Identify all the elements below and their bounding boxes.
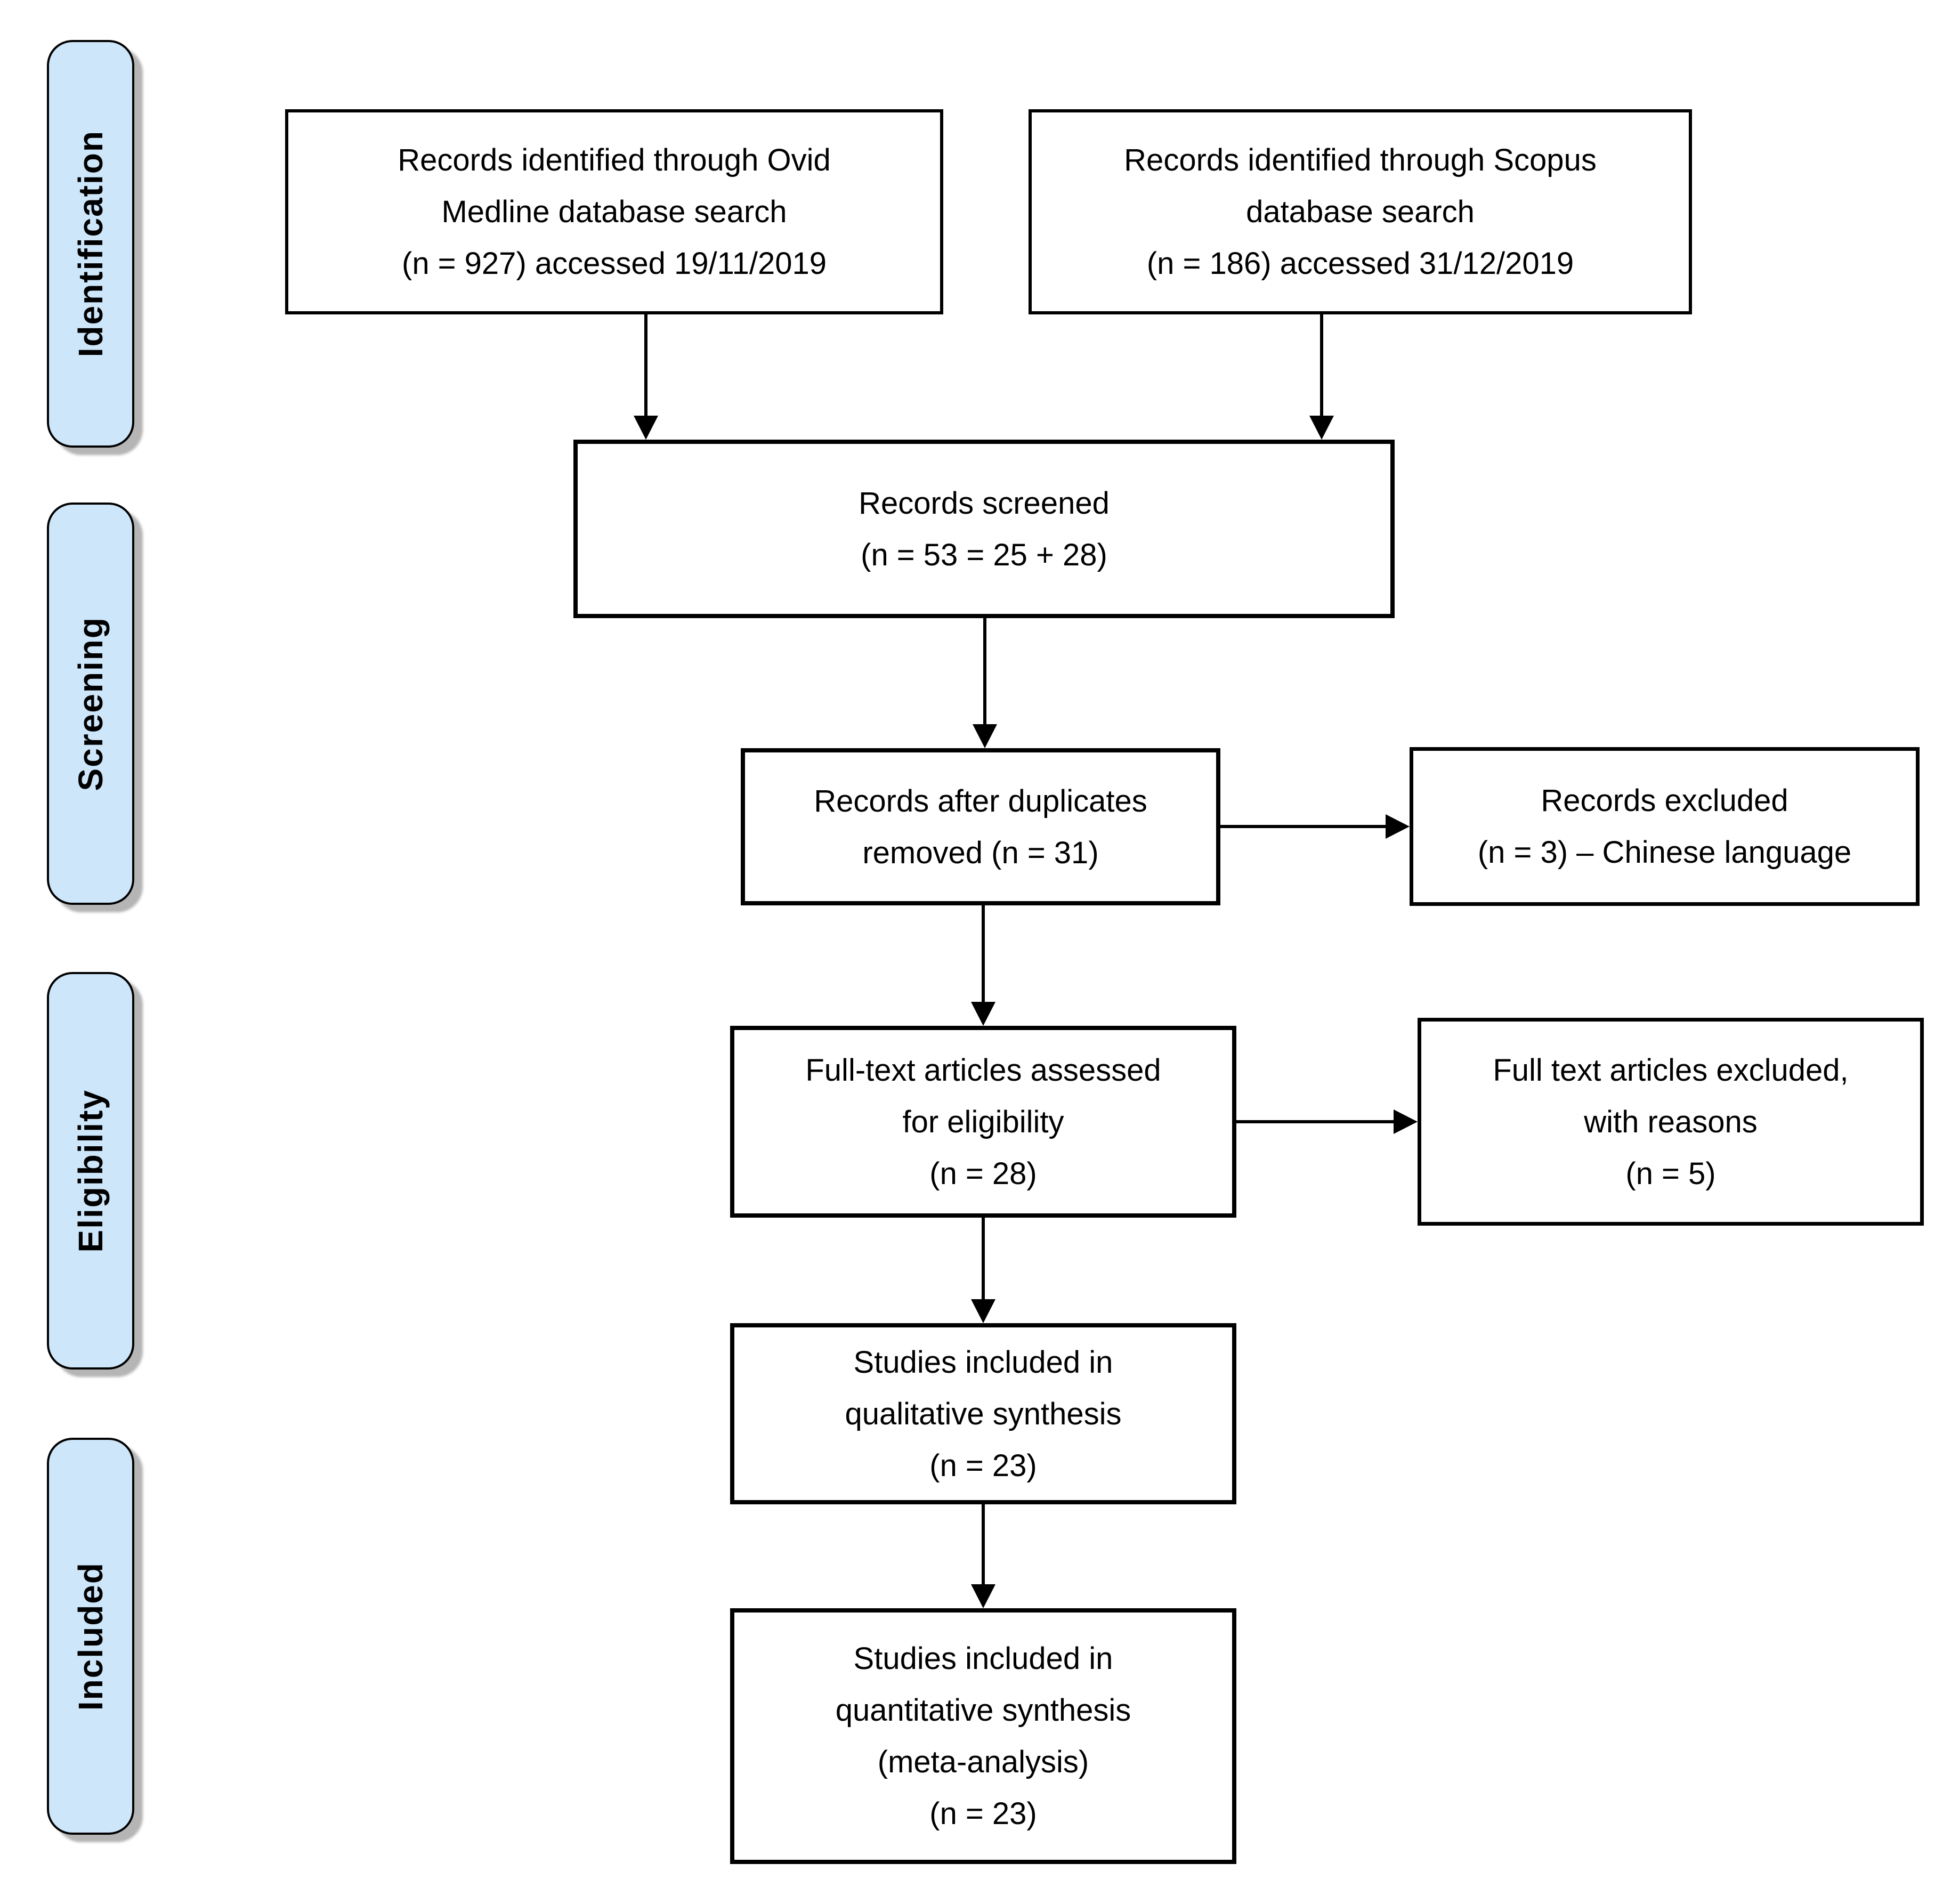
box-text-line: with reasons bbox=[1584, 1104, 1758, 1139]
box-records-identified-scopus: Records identified through Scopus databa… bbox=[1029, 109, 1692, 314]
arrow-right-icon bbox=[1386, 814, 1410, 839]
connector-fulltext-to-excluded bbox=[1236, 1120, 1394, 1123]
box-text-line: Full-text articles assessed bbox=[805, 1052, 1161, 1088]
box-text-line: removed (n = 31) bbox=[862, 835, 1099, 870]
arrow-down-icon bbox=[971, 1002, 995, 1026]
arrow-down-icon bbox=[634, 416, 658, 440]
connector-qualitative-to-quantitative bbox=[982, 1504, 985, 1584]
stage-pill-screening: Screening bbox=[47, 503, 134, 905]
arrow-down-icon bbox=[973, 724, 997, 748]
connector-screened-to-duplicates bbox=[983, 618, 986, 724]
box-qualitative-synthesis: Studies included in qualitative synthesi… bbox=[730, 1323, 1236, 1504]
box-text-line: (n = 23) bbox=[929, 1796, 1037, 1831]
stage-label-identification: Identification bbox=[71, 130, 110, 358]
box-fulltext-assessed: Full-text articles assessed for eligibil… bbox=[730, 1026, 1236, 1218]
box-text-line: Studies included in bbox=[853, 1344, 1113, 1380]
connector-duplicates-to-excluded bbox=[1220, 825, 1386, 828]
connector-ovid-to-screened bbox=[644, 314, 647, 416]
connector-scopus-to-screened bbox=[1320, 314, 1323, 416]
box-text-line: for eligibility bbox=[902, 1104, 1064, 1139]
box-text-line: Records identified through Scopus bbox=[1124, 143, 1597, 177]
box-text-line: Records identified through Ovid bbox=[398, 143, 831, 177]
box-quantitative-synthesis: Studies included in quantitative synthes… bbox=[730, 1608, 1236, 1864]
stage-label-eligibility: Eligibility bbox=[71, 1089, 110, 1253]
box-text-line: (n = 927) accessed 19/11/2019 bbox=[402, 246, 827, 281]
box-text-line: (n = 53 = 25 + 28) bbox=[861, 537, 1107, 572]
box-text-line: (n = 28) bbox=[929, 1156, 1037, 1191]
box-text-line: (n = 186) accessed 31/12/2019 bbox=[1146, 246, 1574, 281]
connector-fulltext-to-qualitative bbox=[982, 1218, 985, 1299]
box-text-line: Records excluded bbox=[1541, 783, 1788, 818]
box-text-line: Records after duplicates bbox=[814, 783, 1147, 819]
box-text-line: (meta-analysis) bbox=[877, 1745, 1089, 1779]
box-text-line: (n = 5) bbox=[1625, 1156, 1716, 1191]
box-text-line: (n = 23) bbox=[929, 1448, 1037, 1483]
arrow-down-icon bbox=[971, 1584, 995, 1608]
arrow-down-icon bbox=[1309, 416, 1334, 440]
box-text-line: database search bbox=[1246, 195, 1475, 229]
box-fulltext-excluded: Full text articles excluded, with reason… bbox=[1418, 1018, 1924, 1226]
box-records-excluded: Records excluded (n = 3) – Chinese langu… bbox=[1410, 747, 1920, 906]
box-text-line: (n = 3) – Chinese language bbox=[1477, 835, 1852, 870]
box-text-line: Medline database search bbox=[441, 195, 787, 229]
box-records-screened: Records screened (n = 53 = 25 + 28) bbox=[573, 440, 1395, 618]
stage-label-screening: Screening bbox=[71, 616, 110, 791]
box-text-line: quantitative synthesis bbox=[835, 1693, 1131, 1728]
box-records-identified-ovid: Records identified through Ovid Medline … bbox=[285, 109, 943, 314]
box-text-line: Full text articles excluded, bbox=[1493, 1052, 1849, 1088]
box-text-line: Records screened bbox=[859, 485, 1110, 521]
connector-duplicates-to-fulltext bbox=[982, 905, 985, 1002]
arrow-right-icon bbox=[1394, 1109, 1418, 1134]
stage-pill-eligibility: Eligibility bbox=[47, 972, 134, 1370]
stage-pill-included: Included bbox=[47, 1438, 134, 1835]
box-text-line: Studies included in bbox=[853, 1641, 1113, 1676]
box-records-after-duplicates-removed: Records after duplicates removed (n = 31… bbox=[741, 748, 1220, 905]
stage-pill-identification: Identification bbox=[47, 40, 134, 448]
stage-label-included: Included bbox=[71, 1561, 110, 1711]
arrow-down-icon bbox=[971, 1299, 995, 1323]
box-text-line: qualitative synthesis bbox=[845, 1396, 1122, 1431]
